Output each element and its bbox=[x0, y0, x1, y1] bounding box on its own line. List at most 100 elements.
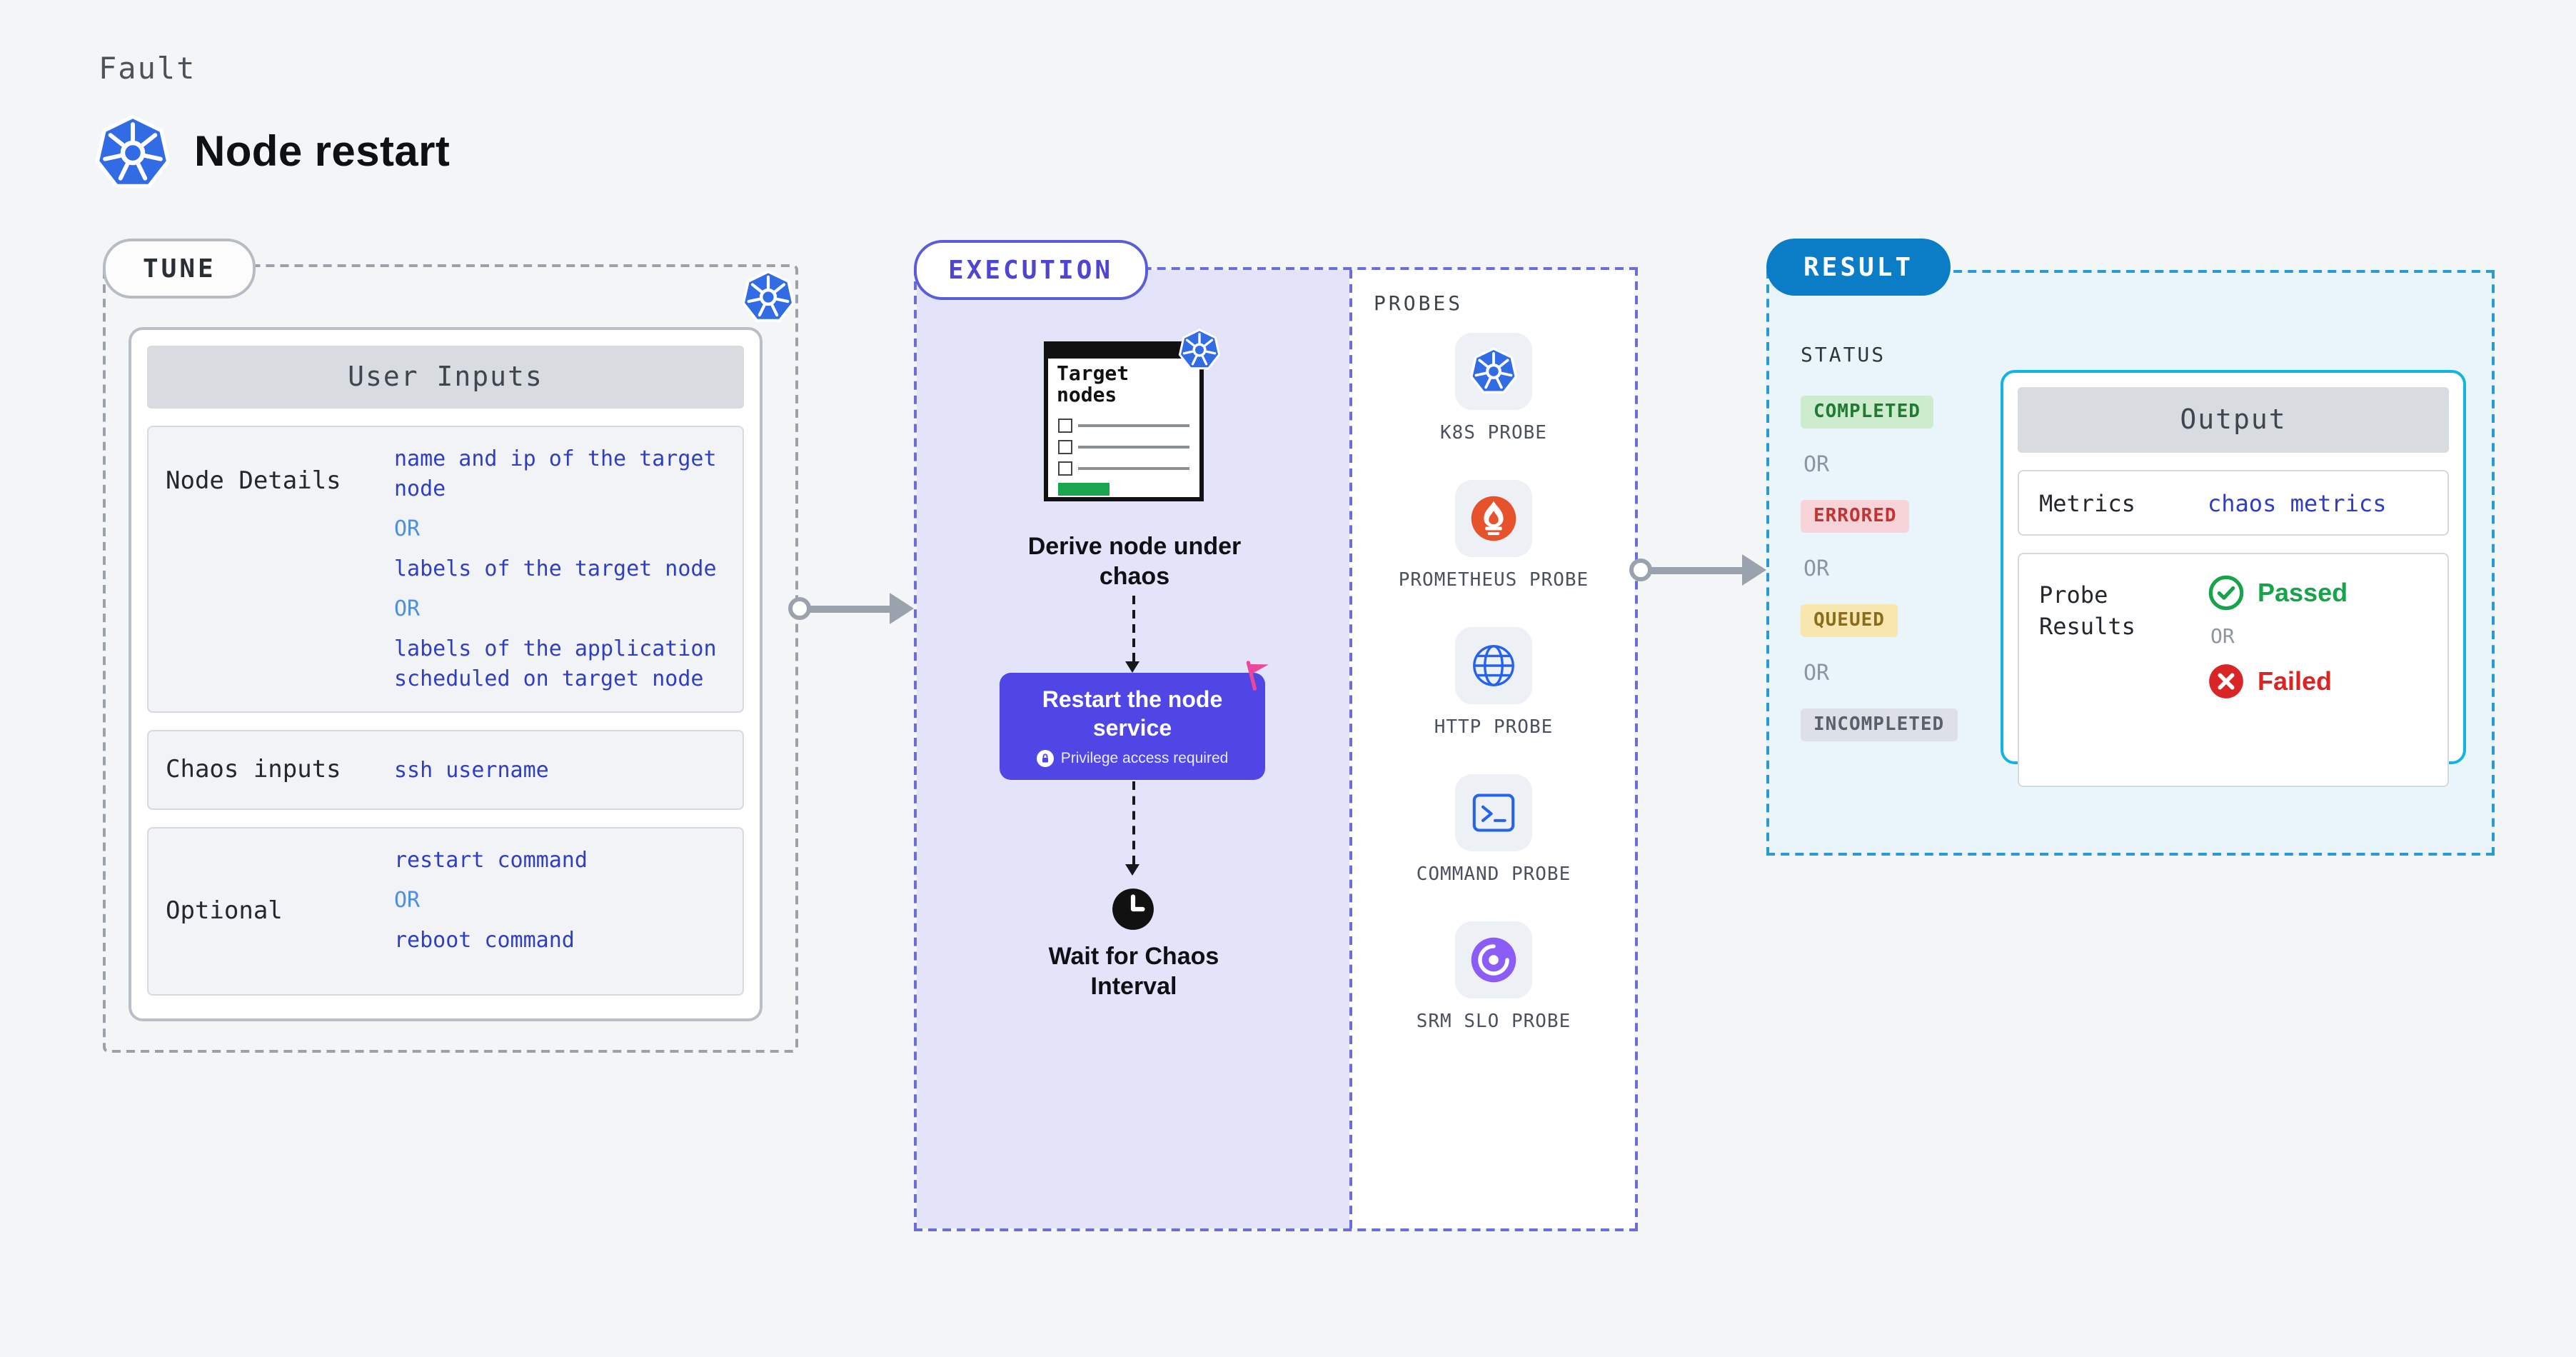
table-row-chaos-inputs: Chaos inputs ssh username bbox=[147, 730, 744, 810]
probe-label: SRM SLO PROBE bbox=[1416, 1011, 1571, 1033]
or-separator: OR bbox=[2210, 626, 2235, 649]
connector-line bbox=[1132, 781, 1135, 864]
probe-tile bbox=[1455, 626, 1532, 704]
arrow-origin-dot bbox=[1629, 559, 1652, 581]
probe-results-row: Probe Results Passed OR bbox=[2018, 553, 2449, 787]
node-checkbox-row bbox=[1058, 461, 1189, 476]
row-line bbox=[1078, 466, 1189, 470]
passed-result: Passed bbox=[2208, 574, 2348, 611]
user-inputs-table: User Inputs Node Details name and ip of … bbox=[129, 327, 763, 1021]
privilege-note: Privilege access required bbox=[1022, 750, 1242, 767]
target-card-title: Target nodes bbox=[1057, 363, 1129, 408]
probe-item-http: HTTP PROBE bbox=[1387, 626, 1601, 741]
failed-result: Failed bbox=[2208, 663, 2348, 700]
kubernetes-icon bbox=[1469, 347, 1518, 396]
flow-arrow-tune-to-execution bbox=[788, 591, 914, 626]
value-line: ssh username bbox=[394, 756, 549, 782]
arrow-head bbox=[890, 593, 914, 624]
row-values: name and ip of the target node OR labels… bbox=[394, 444, 725, 694]
metrics-label: Metrics bbox=[2039, 489, 2135, 516]
wait-interval-caption: Wait for Chaos Interval bbox=[1048, 943, 1219, 1001]
probe-label: K8S PROBE bbox=[1440, 423, 1547, 444]
probe-results-label: Probe Results bbox=[2039, 581, 2135, 641]
row-values: restart command OR reboot command bbox=[394, 846, 725, 977]
probe-tile bbox=[1455, 479, 1532, 557]
status-badge-completed: COMPLETED bbox=[1801, 396, 1933, 429]
metrics-row: Metrics chaos metrics bbox=[2018, 470, 2449, 536]
arrow-head bbox=[1742, 554, 1766, 586]
node-checkbox-row bbox=[1058, 439, 1189, 454]
passed-label: Passed bbox=[2258, 578, 2348, 606]
or-separator: OR bbox=[1803, 556, 1830, 581]
or-separator: OR bbox=[1803, 660, 1830, 686]
output-card: Output Metrics chaos metrics Probe Resul… bbox=[2001, 370, 2466, 787]
execution-pill: EXECUTION bbox=[914, 240, 1148, 300]
or-separator: OR bbox=[394, 887, 421, 913]
value-line: labels of the target node bbox=[394, 556, 717, 581]
page-title: Node restart bbox=[194, 129, 451, 176]
probe-item-command: COMMAND PROBE bbox=[1387, 773, 1601, 888]
checkbox-icon bbox=[1058, 439, 1072, 454]
check-circle-icon bbox=[2208, 575, 2244, 611]
privilege-note-text: Privilege access required bbox=[1060, 750, 1229, 767]
prometheus-flame-icon bbox=[1471, 496, 1516, 541]
probes-panel: PROBES K8S PROBE PROMETHEUS bbox=[1349, 270, 1635, 1228]
failed-label: Failed bbox=[2258, 666, 2333, 695]
kubernetes-icon bbox=[1178, 329, 1221, 371]
clock-icon bbox=[1111, 887, 1155, 931]
kubernetes-icon bbox=[94, 114, 171, 191]
derive-node-caption: Derive node under chaos bbox=[1027, 533, 1242, 591]
value-line: restart command bbox=[394, 847, 588, 873]
status-badge-errored: ERRORED bbox=[1801, 500, 1910, 533]
execution-flow-area: Target nodes Derive node under chaos Res… bbox=[917, 270, 1349, 1228]
probe-tile bbox=[1455, 773, 1532, 851]
probe-label: COMMAND PROBE bbox=[1416, 863, 1571, 886]
tune-pill: TUNE bbox=[103, 239, 256, 299]
row-label: Chaos inputs bbox=[166, 756, 341, 784]
x-circle-icon bbox=[2209, 664, 2243, 698]
status-badge-queued: QUEUED bbox=[1801, 604, 1898, 637]
kubernetes-icon bbox=[741, 270, 795, 324]
probes-heading: PROBES bbox=[1374, 293, 1464, 316]
tune-panel bbox=[103, 264, 798, 1053]
connector-line bbox=[1132, 596, 1135, 661]
connector-arrow-down bbox=[1125, 661, 1139, 673]
row-line bbox=[1078, 424, 1189, 427]
row-label: Node Details bbox=[166, 467, 341, 496]
row-values: ssh username bbox=[394, 755, 725, 785]
connector-arrow-down bbox=[1125, 864, 1139, 876]
node-checkbox-row bbox=[1058, 418, 1189, 433]
status-column: STATUS COMPLETED OR ERRORED OR QUEUED OR… bbox=[1801, 344, 2043, 764]
checkbox-icon bbox=[1058, 418, 1072, 433]
probe-item-prometheus: PROMETHEUS PROBE bbox=[1387, 479, 1601, 594]
value-line: labels of the application scheduled on t… bbox=[394, 636, 717, 691]
action-button-label: Restart the node service bbox=[1042, 688, 1223, 741]
checkbox-icon bbox=[1058, 461, 1072, 476]
arrow-line bbox=[810, 605, 890, 612]
probe-tile bbox=[1455, 333, 1532, 410]
row-label: Optional bbox=[166, 897, 283, 926]
status-heading: STATUS bbox=[1801, 344, 1886, 367]
terminal-icon bbox=[1472, 793, 1515, 831]
flag-icon bbox=[1246, 661, 1269, 691]
table-row-node-details: Node Details name and ip of the target n… bbox=[147, 426, 744, 713]
restart-node-service-button[interactable]: Restart the node service Privilege acces… bbox=[1000, 661, 1269, 780]
srm-slo-icon bbox=[1471, 936, 1516, 982]
chaos-metrics-link[interactable]: chaos metrics bbox=[2208, 489, 2387, 516]
probe-label: HTTP PROBE bbox=[1434, 716, 1554, 738]
output-header: Output bbox=[2018, 387, 2449, 453]
row-line bbox=[1078, 445, 1189, 449]
or-separator: OR bbox=[1803, 451, 1830, 477]
or-separator: OR bbox=[394, 516, 421, 541]
execution-panel: Target nodes Derive node under chaos Res… bbox=[914, 267, 1638, 1231]
arrow-origin-dot bbox=[788, 597, 811, 620]
probe-results-values: Passed OR Failed bbox=[2208, 574, 2348, 700]
probe-item-srm-slo: SRM SLO PROBE bbox=[1387, 921, 1601, 1035]
fault-eyebrow: Fault bbox=[99, 51, 196, 86]
arrow-line bbox=[1651, 566, 1742, 574]
progress-bar bbox=[1058, 482, 1110, 496]
table-row-optional: Optional restart command OR reboot comma… bbox=[147, 827, 744, 996]
value-line: reboot command bbox=[394, 927, 575, 953]
probe-tile bbox=[1455, 921, 1532, 998]
